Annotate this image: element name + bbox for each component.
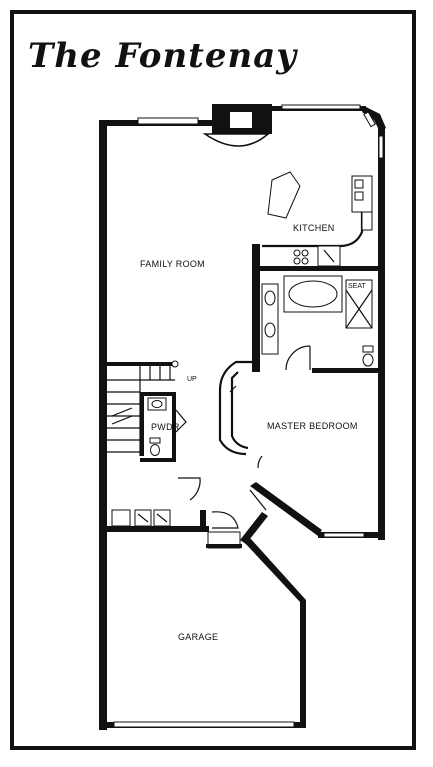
window-family-room bbox=[137, 117, 199, 125]
laundry-bottom-wall bbox=[107, 526, 209, 532]
pwdr-toilet-tank bbox=[149, 437, 161, 444]
cooktop-burner-1 bbox=[293, 249, 301, 257]
cooktop-burner-4 bbox=[301, 257, 309, 265]
washer bbox=[111, 509, 131, 527]
closet-wall bbox=[218, 360, 258, 456]
cooktop-burner-2 bbox=[301, 249, 309, 257]
window-kitchen-side bbox=[378, 135, 384, 159]
window-bay bbox=[363, 111, 376, 128]
pwdr-sink bbox=[151, 400, 163, 408]
garage-door bbox=[113, 721, 295, 728]
entry-door-swing bbox=[211, 511, 239, 529]
bath-top-wall bbox=[252, 266, 378, 271]
family-room-label: FAMILY ROOM bbox=[140, 259, 205, 269]
bath-bottom-wall bbox=[312, 368, 378, 373]
window-kitchen-top bbox=[281, 104, 361, 110]
left-exterior-wall bbox=[99, 122, 107, 728]
stair-newel bbox=[171, 360, 179, 368]
dryer-mark bbox=[137, 513, 149, 523]
shower bbox=[345, 279, 373, 329]
bath-door-swing bbox=[285, 345, 311, 371]
stair-top-wall bbox=[107, 362, 175, 366]
pwdr-right-wall bbox=[172, 392, 176, 462]
seat-label: SEAT bbox=[348, 283, 366, 290]
vanity-sink-1 bbox=[264, 290, 276, 306]
master-diagonal-wall bbox=[250, 482, 322, 536]
closet-inner-wall bbox=[230, 371, 249, 450]
stair-up-label: UP bbox=[187, 376, 197, 383]
cooktop-burner-3 bbox=[293, 257, 301, 265]
shower-mark-2 bbox=[345, 289, 373, 329]
dishwasher-mark bbox=[323, 249, 335, 263]
bath-left-wall bbox=[252, 244, 260, 372]
stove-burner-1 bbox=[354, 179, 364, 189]
stove-burner-2 bbox=[354, 191, 364, 201]
pwdr-bottom-wall bbox=[140, 458, 176, 462]
closet-rod bbox=[229, 385, 237, 393]
foyer-door-swing bbox=[178, 477, 201, 501]
garage-right-wall bbox=[244, 538, 306, 728]
pwdr-left-wall bbox=[140, 392, 144, 456]
heater-mark bbox=[156, 513, 168, 523]
entry-post bbox=[200, 510, 206, 532]
window-master bbox=[323, 532, 365, 538]
kitchen-label: KITCHEN bbox=[293, 223, 335, 233]
kitchen-sink bbox=[361, 211, 373, 231]
pwdr-label: PWDR bbox=[151, 422, 180, 432]
master-bedroom-label: MASTER BEDROOM bbox=[267, 421, 358, 431]
entry-diagonal-wall bbox=[240, 512, 268, 544]
master-door bbox=[249, 489, 267, 511]
garage-left-wall bbox=[99, 530, 107, 730]
right-exterior-wall bbox=[378, 128, 385, 540]
vanity-sink-2 bbox=[264, 322, 276, 338]
plan-title: The Fontenay bbox=[28, 36, 298, 76]
pwdr-door bbox=[175, 409, 187, 433]
fireplace-opening bbox=[230, 112, 252, 128]
closet-door-swing bbox=[257, 455, 263, 469]
pwdr-toilet bbox=[150, 444, 160, 456]
kitchen-island bbox=[267, 171, 301, 219]
toilet-tank bbox=[362, 345, 374, 353]
bath-toilet bbox=[362, 353, 374, 367]
bathtub-basin bbox=[288, 280, 338, 308]
entry-threshold bbox=[206, 544, 242, 548]
fireplace-hearth bbox=[202, 133, 271, 147]
garage-label: GARAGE bbox=[178, 632, 218, 642]
pwdr-top-wall bbox=[140, 392, 176, 396]
